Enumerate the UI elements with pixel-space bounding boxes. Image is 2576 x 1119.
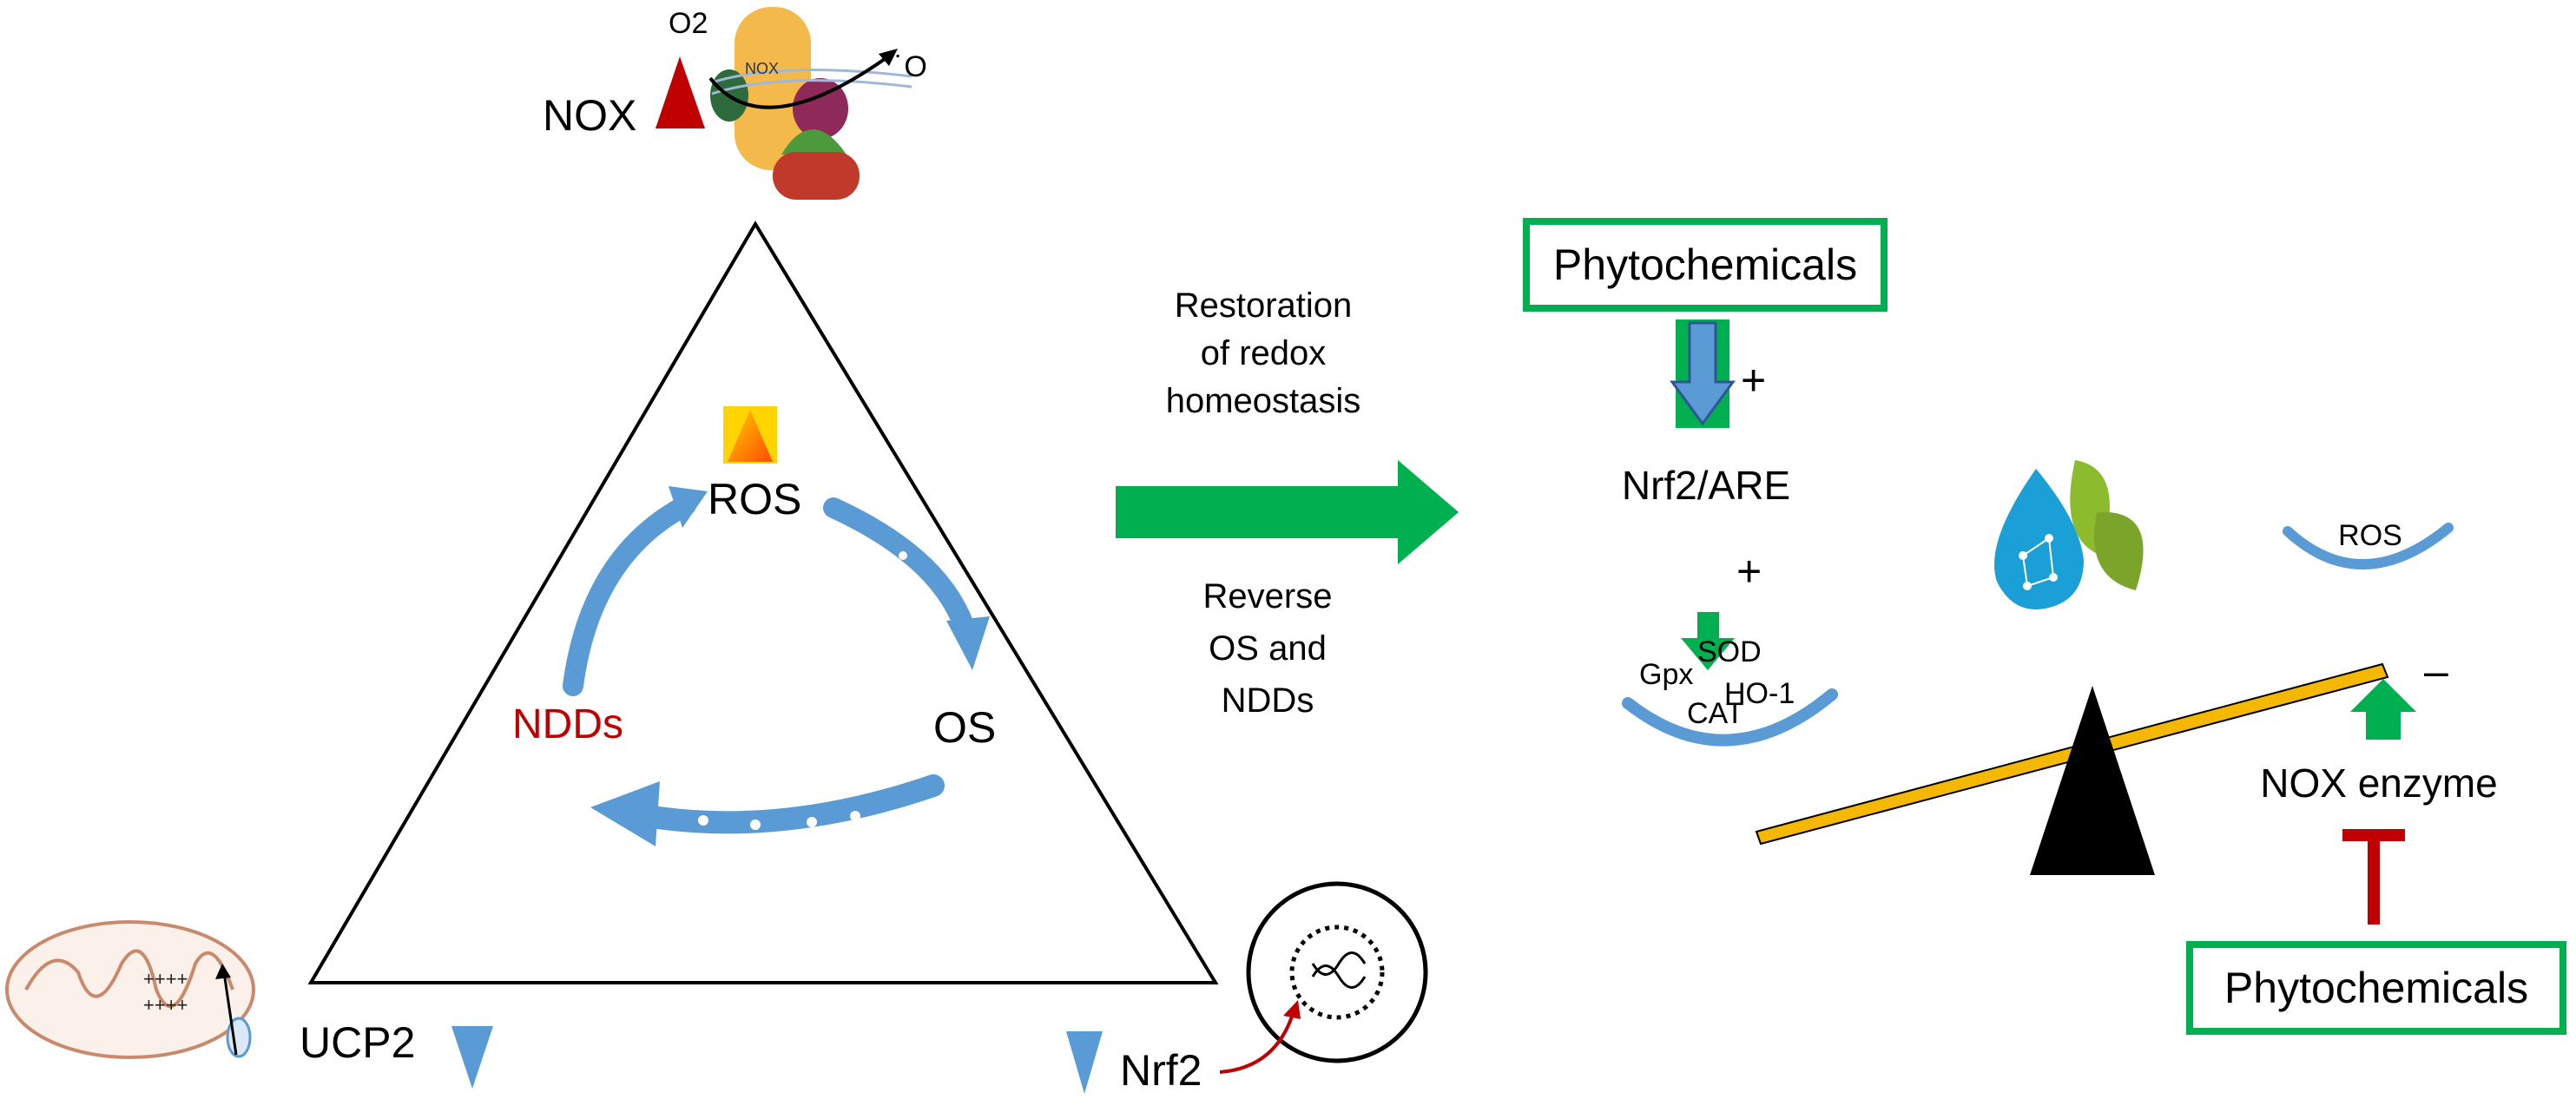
restoration-line-3: homeostasis [1166, 382, 1361, 420]
nrf2-label: Nrf2 [1120, 1046, 1202, 1095]
nox-label: NOX [543, 91, 636, 140]
ho1-label: HO-1 [1724, 677, 1795, 710]
sod-label: SOD [1697, 635, 1762, 668]
phytochemicals-top-label: Phytochemicals [1553, 240, 1857, 289]
reverse-line-1: Reverse [1203, 577, 1333, 615]
inhibition-bar [2342, 829, 2405, 925]
plant-drop-icon [1994, 460, 2144, 609]
ros-pan-label: ROS [2338, 519, 2402, 552]
phytochemicals-bottom-label: Phytochemicals [2224, 964, 2528, 1012]
os-label: OS [933, 703, 996, 752]
gpx-label: Gpx [1639, 658, 1693, 691]
nox-complex-icon: NOX [708, 7, 912, 200]
reverse-line-2: OS and [1209, 629, 1327, 668]
phytochemicals-top-box [1523, 218, 1888, 312]
cycle-arrow-os-to-ndds [590, 774, 945, 846]
green-down-arrow [1681, 612, 1735, 670]
antioxidant-pan [1622, 688, 1838, 747]
restoration-line-2: of redox [1201, 334, 1327, 372]
ros-label: ROS [708, 475, 801, 523]
o2-label: O2 [669, 7, 708, 40]
minus-sign: – [2424, 647, 2448, 695]
ros-pan [2283, 523, 2454, 569]
ndds-label: NDDs [512, 701, 623, 747]
blue-down-arrow [1670, 321, 1736, 426]
cat-label: CAT [1687, 697, 1743, 730]
cycle-arrow-ndds-to-ros [563, 486, 708, 696]
reverse-line-3: NDDs [1222, 681, 1314, 720]
main-triangle [307, 221, 1219, 984]
plus-row-1: ++++ [143, 968, 188, 990]
balance-fulcrum [2030, 686, 2155, 875]
plus-2: + [1736, 547, 1762, 596]
cycle-arrow-ros-to-os [823, 497, 990, 670]
nucleus-icon [1219, 881, 1428, 1074]
nox-enzyme-label: NOX enzyme [2260, 760, 2498, 806]
big-green-arrow [1116, 460, 1459, 564]
ucp2-label: UCP2 [300, 1018, 415, 1067]
nox-up-triangle-icon [656, 56, 705, 128]
phytochemicals-bottom-box [2186, 941, 2566, 1035]
ros-up-triangle-icon [728, 410, 773, 462]
nrf2-are-label: Nrf2/ARE [1622, 463, 1790, 508]
restoration-line-1: Restoration [1175, 286, 1353, 325]
mitochondrion-icon: ++++ ++++ [5, 920, 255, 1059]
nrf2-down-triangle-icon [1066, 1031, 1103, 1094]
plus-1: + [1741, 356, 1766, 405]
green-up-arrow [2350, 679, 2416, 740]
radical-label: ˙O [894, 50, 927, 83]
nox-icon-label: NOX [745, 60, 779, 77]
plus-row-2: ++++ [143, 994, 188, 1016]
ucp2-down-triangle-icon [451, 1026, 493, 1089]
